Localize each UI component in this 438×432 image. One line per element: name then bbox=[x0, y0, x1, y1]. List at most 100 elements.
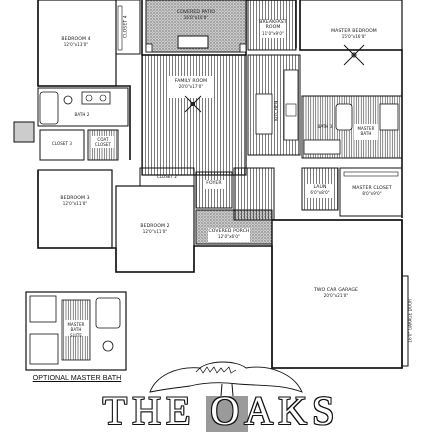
coat-closet-name: COAT CLOSET bbox=[94, 137, 112, 148]
master-closet-dim: 8'0"x9'0" bbox=[362, 191, 382, 197]
laundry-label-backdrop bbox=[306, 184, 334, 198]
covered-porch-label-backdrop bbox=[208, 228, 250, 242]
window-left-wall bbox=[13, 121, 35, 143]
master-bedroom-dim: 15'0"x16'0" bbox=[341, 34, 367, 40]
foyer-name: FOYER bbox=[206, 181, 222, 186]
label-bedroom-4: BEDROOM 4 12'0"x13'0" bbox=[56, 37, 96, 48]
bedroom-2-dim: 12'0"x11'0" bbox=[142, 229, 168, 235]
laundry-name: LAUN bbox=[313, 185, 327, 190]
label-family-room: FAMILY ROOM 20'0"x17'0" bbox=[168, 79, 214, 90]
family-ceiling-fan-icon bbox=[184, 95, 202, 113]
optional-master-bath-caption: OPTIONAL MASTER BATH bbox=[32, 373, 122, 382]
logo-wordmark: THE OAKS bbox=[102, 388, 340, 432]
family-room-dim: 20'0"x17'0" bbox=[178, 84, 204, 90]
room-family bbox=[141, 54, 247, 176]
oak-tree-logo-icon bbox=[149, 361, 303, 432]
inset-shower bbox=[29, 295, 57, 323]
label-master-bedroom: MASTER BEDROOM 15'0"x16'0" bbox=[328, 29, 380, 40]
breakfast-room-dim: 11'0"x9'0" bbox=[262, 30, 284, 36]
room-closet-4 bbox=[115, 0, 141, 55]
label-covered-patio: COVERED PATIO 16'0"x10'0" bbox=[166, 10, 226, 21]
room-hall-bath bbox=[37, 87, 129, 127]
laundry-dim: 6'0"x8'0" bbox=[310, 190, 330, 196]
family-label-backdrop bbox=[168, 76, 214, 98]
coat-closet-label-backdrop bbox=[92, 136, 114, 148]
label-master-closet: MASTER CLOSET 8'0"x9'0" bbox=[350, 186, 394, 197]
patio-column-right bbox=[239, 43, 247, 53]
kitchen-sink bbox=[285, 103, 297, 117]
label-bedroom-3: BEDROOM 3 12'0"x11'0" bbox=[55, 196, 95, 207]
room-foyer bbox=[195, 171, 233, 209]
room-closet-3 bbox=[39, 129, 85, 161]
inset-tub bbox=[95, 297, 121, 329]
room-master-bedroom bbox=[299, 0, 403, 51]
label-closet-3: CLOSET 3 bbox=[44, 141, 80, 146]
label-garage-door: 16'0" GARAGE DOOR bbox=[407, 291, 412, 351]
inset-toilet bbox=[102, 340, 114, 352]
garage-door bbox=[401, 275, 409, 367]
hall-sink-right bbox=[99, 94, 107, 102]
label-bedroom-2: BEDROOM 2 12'0"x11'0" bbox=[135, 224, 175, 235]
bedroom-3-name: BEDROOM 3 bbox=[60, 196, 90, 201]
room-bedroom-3 bbox=[37, 169, 113, 249]
closet-3-name: CLOSET 3 bbox=[51, 141, 73, 146]
master-bath-vanity bbox=[303, 139, 341, 155]
label-master-bath-suite: MASTER BATH SUITE bbox=[64, 322, 88, 338]
covered-patio-name: COVERED PATIO bbox=[176, 10, 216, 15]
label-bath-2: BATH 2 bbox=[70, 112, 94, 117]
inset-vanity bbox=[29, 333, 59, 365]
label-laundry: LAUN 6'0"x8'0" bbox=[306, 185, 334, 196]
closet-4-name: CLOSET 4 bbox=[123, 15, 129, 39]
kitchen-counter bbox=[283, 69, 299, 141]
label-covered-porch: COVERED PORCH 12'0"x6'0" bbox=[208, 229, 250, 240]
patio-column-left bbox=[145, 43, 153, 53]
room-closet-2 bbox=[139, 167, 195, 187]
fireplace bbox=[177, 35, 209, 49]
master-bath-tub bbox=[335, 103, 353, 131]
bath-2-name: BATH 2 bbox=[74, 112, 90, 117]
covered-patio-dim: 16'0"x10'0" bbox=[183, 15, 209, 21]
breakfast-room-name: BREAKFAST ROOM bbox=[259, 20, 287, 31]
kitchen-name: KITCHEN bbox=[274, 100, 280, 122]
hall-sink-left bbox=[85, 94, 93, 102]
label-closet-4: CLOSET 4 bbox=[123, 7, 128, 47]
room-master-closet bbox=[339, 167, 403, 217]
label-master-bath: MASTER BATH bbox=[354, 126, 378, 137]
label-bath-3: BATH 3 bbox=[316, 124, 334, 129]
kitchen-island bbox=[255, 93, 273, 135]
master-bath-name: MASTER BATH bbox=[357, 126, 375, 137]
inset-optional-master-bath bbox=[25, 291, 127, 371]
master-bath-label-backdrop bbox=[354, 124, 378, 140]
room-hall bbox=[233, 167, 275, 221]
label-garage: TWO CAR GARAGE 20'0"x21'0" bbox=[306, 288, 366, 299]
covered-porch-name: COVERED PORCH bbox=[208, 229, 250, 234]
hall-toilet bbox=[63, 95, 73, 105]
closet-2-name: CLOSET 2 bbox=[156, 174, 178, 179]
family-room-name: FAMILY ROOM bbox=[174, 79, 208, 84]
master-bedroom-name: MASTER BEDROOM bbox=[331, 29, 377, 34]
garage-door-name: 16'0" GARAGE DOOR bbox=[407, 298, 413, 343]
master-bath-suite-name: MASTER BATH SUITE bbox=[67, 322, 85, 338]
label-breakfast-room: BREAKFAST ROOM 11'0"x9'0" bbox=[258, 20, 288, 36]
label-kitchen: KITCHEN bbox=[274, 96, 279, 126]
bedroom-3-dim: 12'0"x11'0" bbox=[62, 201, 88, 207]
bedroom-4-name: BEDROOM 4 bbox=[61, 37, 91, 42]
label-coat-closet: COAT CLOSET bbox=[92, 137, 114, 148]
foyer-label-backdrop bbox=[203, 180, 225, 189]
label-foyer: FOYER bbox=[203, 181, 225, 186]
garage-name: TWO CAR GARAGE bbox=[313, 288, 359, 293]
ceiling-fan-icon bbox=[343, 44, 365, 66]
bedroom-4-dim: 12'0"x13'0" bbox=[63, 42, 89, 48]
bath-3-name: BATH 3 bbox=[317, 124, 333, 129]
master-closet-name: MASTER CLOSET bbox=[352, 186, 392, 191]
inset-label-backdrop bbox=[64, 320, 88, 336]
master-bath-shower bbox=[379, 103, 399, 131]
covered-porch-dim: 12'0"x6'0" bbox=[218, 234, 240, 240]
master-closet-shelf bbox=[343, 171, 399, 177]
label-closet-2: CLOSET 2 bbox=[148, 174, 186, 179]
breakfast-label-backdrop bbox=[260, 20, 286, 38]
hall-tub bbox=[39, 91, 59, 125]
bedroom-2-name: BEDROOM 2 bbox=[140, 224, 170, 229]
